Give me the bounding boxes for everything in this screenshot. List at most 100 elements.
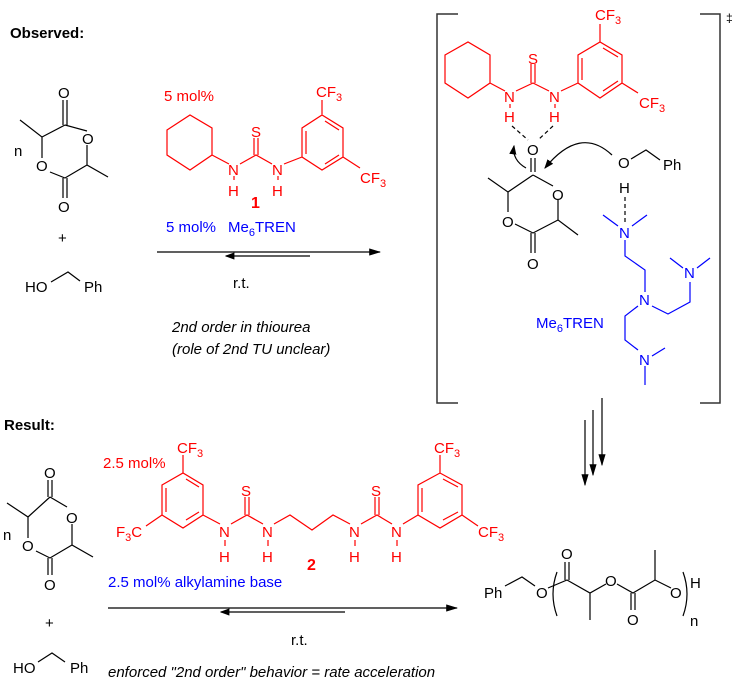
atom-ph: Ph — [70, 660, 88, 677]
repeat-n: n — [14, 143, 22, 160]
structure-line: CF3 — [360, 170, 386, 190]
atom-o: O — [66, 510, 78, 527]
catalyst-loading: 5 mol% — [164, 88, 214, 105]
multi-step-arrows — [581, 398, 606, 487]
atom-n: N — [262, 524, 273, 541]
observed-heading: Observed: — [10, 25, 84, 42]
structure-line — [602, 214, 711, 385]
atom-h: H — [549, 109, 560, 126]
atom-o: O — [605, 573, 617, 590]
catalyst-number: 2 — [307, 557, 316, 574]
structure-line — [504, 576, 536, 587]
atom-s: S — [371, 483, 381, 500]
catalyst-loading: 2.5 mol% — [103, 455, 166, 472]
note: enforced "2nd order" behavior = rate acc… — [108, 664, 435, 681]
atom-o: O — [561, 546, 573, 563]
atom-n: N — [504, 89, 515, 106]
atom-h: H — [619, 180, 630, 197]
lactide-top: O O O O n — [14, 85, 109, 216]
atom-o: O — [627, 612, 639, 629]
atom-ho: HO — [13, 660, 36, 677]
atom-o: O — [58, 85, 70, 102]
structure-line: CF3 — [316, 84, 342, 104]
catalyst-number: 1 — [251, 195, 260, 212]
atom-s: S — [241, 483, 251, 500]
polylactide-product: Ph O O O O O H n — [484, 546, 701, 630]
atom-n: N — [219, 524, 230, 541]
atom-n: N — [228, 162, 239, 179]
repeat-n: n — [690, 613, 698, 630]
structure-line: CF3 — [434, 440, 460, 460]
structure-line — [547, 550, 672, 620]
atom-h: H — [504, 109, 515, 126]
structure-line — [145, 455, 479, 546]
result-heading: Result: — [4, 417, 55, 434]
note-line2: (role of 2nd TU unclear) — [172, 341, 330, 358]
structure-line: CF3 — [639, 95, 665, 115]
atom-n: N — [349, 524, 360, 541]
atom-o: O — [552, 187, 564, 204]
atom-o: O — [527, 142, 539, 159]
structure-line: CF3 — [478, 524, 504, 544]
atom-h: H — [219, 549, 230, 566]
ts-base-label: Me6TREN — [536, 315, 604, 335]
atom-h: H — [262, 549, 273, 566]
plus-sign: + — [58, 230, 67, 247]
bis-thiourea-2: 2.5 mol% N H N H N H N H S S CF3 CF3 F3C… — [103, 440, 504, 574]
plus-sign: + — [45, 615, 54, 632]
structure-line — [50, 271, 81, 283]
atom-h: H — [228, 183, 239, 200]
atom-n: N — [272, 162, 283, 179]
atom-n: N — [639, 292, 650, 309]
double-dagger: ‡ — [726, 11, 733, 25]
transition-state: ‡ N H N H S CF3 CF3 O O O O O Ph H N N N… — [436, 7, 733, 404]
atom-n: N — [684, 265, 695, 282]
atom-h: H — [272, 183, 283, 200]
atom-n: N — [619, 225, 630, 242]
structure-line — [6, 480, 94, 575]
curved-arrow-small — [509, 144, 527, 169]
structure-line — [630, 149, 661, 161]
atom-ph: Ph — [84, 279, 102, 296]
structure-line — [444, 24, 639, 108]
atom-o: O — [536, 585, 548, 602]
base-text: 2.5 mol% alkylamine base — [108, 574, 282, 591]
atom-h: H — [690, 575, 701, 592]
structure-line — [436, 13, 721, 404]
structure-line — [552, 571, 688, 617]
atom-n: N — [639, 352, 650, 369]
atom-o: O — [502, 214, 514, 231]
lactide-bottom: O O O O n — [3, 465, 94, 594]
atom-ph: Ph — [663, 157, 681, 174]
atom-o: O — [670, 585, 682, 602]
atom-o: O — [58, 199, 70, 216]
atom-o: O — [82, 131, 94, 148]
structure-line — [166, 100, 361, 180]
atom-n: N — [549, 89, 560, 106]
atom-ph: Ph — [484, 585, 502, 602]
atom-o: O — [44, 465, 56, 482]
atom-h: H — [349, 549, 360, 566]
atom-h: H — [391, 549, 402, 566]
benzyl-alcohol-bottom: HO Ph — [13, 652, 88, 677]
structure-line — [37, 652, 66, 663]
structure-line: CF3 — [177, 440, 203, 460]
thiourea-1: 5 mol% N H N H S CF3 CF3 1 — [164, 84, 386, 212]
conditions: r.t. — [291, 632, 308, 649]
atom-s: S — [251, 124, 261, 141]
structure-line: F3C — [116, 524, 142, 544]
atom-o: O — [36, 158, 48, 175]
structure-line — [487, 158, 579, 253]
atom-ho: HO — [25, 279, 48, 296]
structure-line — [19, 100, 109, 198]
atom-n: N — [391, 524, 402, 541]
note-line1: 2nd order in thiourea — [171, 319, 310, 336]
base-loading: 5 mol%Me6TREN — [166, 219, 296, 239]
benzyl-alcohol-top: HO Ph — [25, 271, 102, 296]
repeat-n: n — [3, 527, 11, 544]
atom-o: O — [527, 256, 539, 273]
structure-line: CF3 — [595, 7, 621, 27]
atom-o: O — [618, 155, 630, 172]
conditions: r.t. — [233, 275, 250, 292]
